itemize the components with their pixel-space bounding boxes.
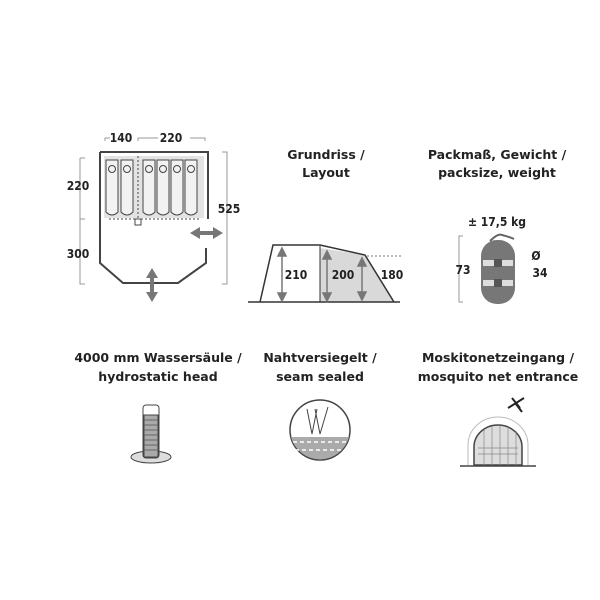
weight-label: ± 17,5 kg: [468, 215, 526, 229]
sleeping-bags: [105, 159, 198, 216]
feature-seam-line1: Nahtversiegelt /: [263, 350, 377, 365]
depth-bedroom-label: 220: [67, 179, 90, 193]
feature-mosquito-line2: mosquito net entrance: [418, 369, 579, 384]
feature-hydrostatic-line1: 4000 mm Wassersäule /: [74, 350, 242, 365]
pack-title-line2: packsize, weight: [438, 165, 556, 180]
tent-side-view: [248, 244, 403, 303]
pack-diameter-label: 34: [532, 266, 548, 280]
diameter-symbol: Ø: [531, 249, 540, 263]
floor-plan-diagram: [79, 137, 228, 302]
pack-length-label: 73: [455, 263, 470, 277]
height-front-label: 210: [285, 268, 308, 282]
water-column-icon: [130, 404, 172, 464]
mosquito-icon: [507, 397, 525, 413]
pack-bag-icon: [458, 233, 515, 304]
feature-hydrostatic-line2: hydrostatic head: [98, 369, 217, 384]
height-middle-label: 200: [332, 268, 355, 282]
seam-sealed-icon: [289, 399, 351, 461]
height-rear-label: 180: [381, 268, 404, 282]
mosquito-net-icon: [460, 397, 536, 467]
total-length-label: 525: [218, 202, 241, 216]
width-right-label: 220: [160, 131, 183, 145]
pack-title-line1: Packmaß, Gewicht /: [428, 147, 567, 162]
layout-title-line2: Layout: [302, 165, 350, 180]
dimension-lines: [79, 137, 228, 285]
width-left-label: 140: [110, 131, 133, 145]
layout-title-line1: Grundriss /: [287, 147, 365, 162]
lantern-icon: [134, 218, 142, 226]
depth-living-label: 300: [67, 247, 90, 261]
entrance-arrow-front: [146, 268, 158, 302]
entrance-arrow-side: [190, 227, 223, 239]
feature-seam-line2: seam sealed: [276, 369, 364, 384]
feature-mosquito-line1: Moskitonetzeingang /: [422, 350, 574, 365]
